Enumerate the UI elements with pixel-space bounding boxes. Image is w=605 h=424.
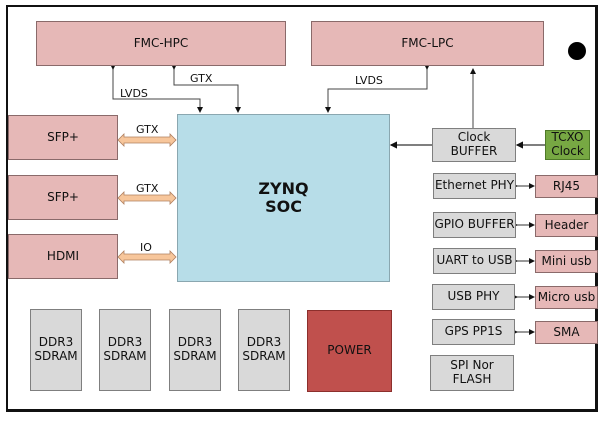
micro-usb-connector: Micro usb [535,286,598,309]
hdmi-connector: HDMI [8,234,118,279]
bus-arrow-sfp1 [117,133,177,147]
bus-arrow-sfp2 [117,191,177,205]
label-sfp1-gtx: GTX [136,123,159,136]
wire-hpc-gtx [171,64,241,113]
sfp-connector-1: SFP+ [8,115,118,160]
fmc-lpc-connector: FMC-LPC [311,21,544,66]
gpio-buffer: GPIO BUFFER [433,212,516,238]
label-sfp2-gtx: GTX [136,182,159,195]
ethernet-phy: Ethernet PHY [433,173,516,199]
label-lpc-lvds: LVDS [355,74,383,87]
mounting-hole-icon [568,42,586,60]
sfp-connector-2: SFP+ [8,175,118,220]
label-hpc-gtx: GTX [190,72,213,85]
board-outline [6,5,598,412]
wire-lpc-lvds [325,64,430,113]
zynq-soc: ZYNQ SOC [177,114,390,282]
ddr3-sdram-2: DDR3 SDRAM [99,309,151,391]
header-connector: Header [535,214,598,237]
fmc-hpc-connector: FMC-HPC [36,21,286,66]
mini-usb-connector: Mini usb [535,250,598,273]
power-module: POWER [307,310,392,392]
ddr3-sdram-1: DDR3 SDRAM [30,309,82,391]
sma-connector: SMA [535,321,598,344]
ddr3-sdram-3: DDR3 SDRAM [169,309,221,391]
gps-pp1s: GPS PP1S [432,319,515,345]
spi-nor-flash: SPI Nor FLASH [430,355,514,391]
bus-arrow-hdmi [117,250,177,264]
clock-buffer: Clock BUFFER [432,128,516,162]
ddr3-sdram-4: DDR3 SDRAM [238,309,290,391]
uart-to-usb: UART to USB [433,248,516,274]
label-hdmi-io: IO [140,241,152,254]
rj45-connector: RJ45 [535,175,598,198]
usb-phy: USB PHY [432,284,515,310]
label-hpc-lvds: LVDS [120,87,148,100]
tcxo-clock: TCXO Clock [545,130,590,160]
